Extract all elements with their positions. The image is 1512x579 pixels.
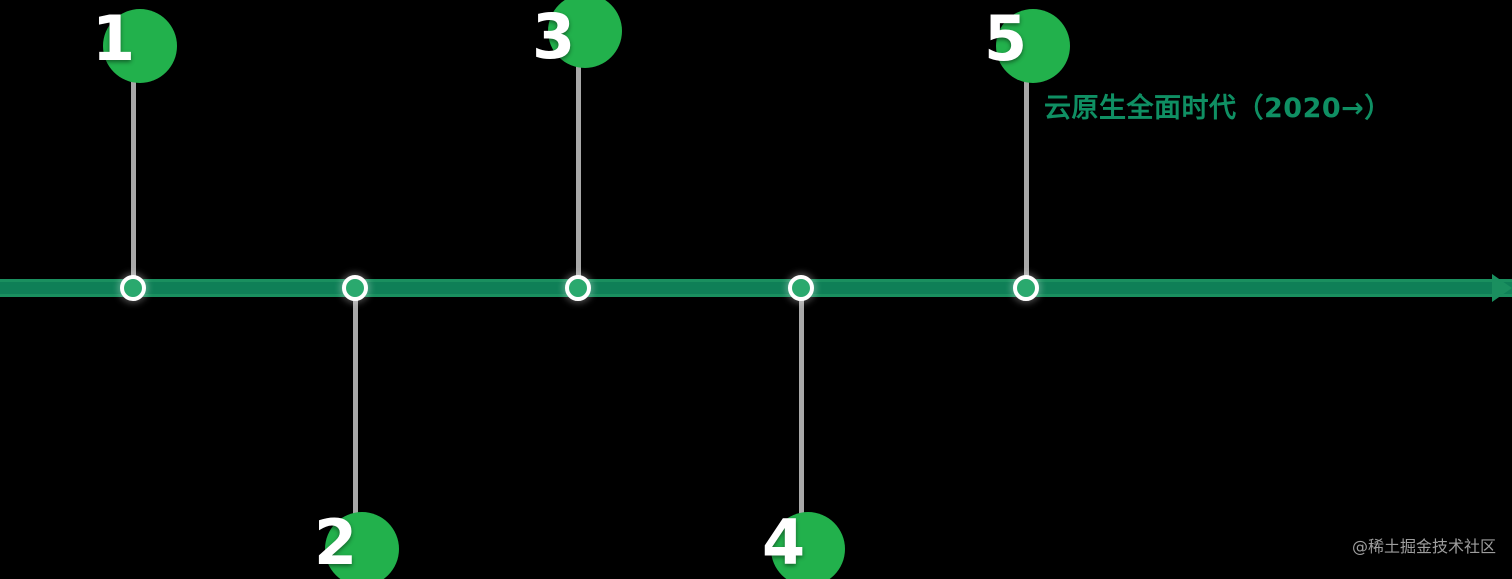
milestone-bubble[interactable]	[548, 0, 622, 68]
milestone-number: 5	[984, 2, 1027, 75]
milestone-number: 2	[314, 506, 357, 579]
timeline-axis	[0, 279, 1512, 297]
milestone-number: 4	[762, 506, 805, 579]
milestone-stem	[353, 288, 358, 524]
milestone-stem	[1024, 66, 1029, 288]
milestone-node[interactable]	[1013, 275, 1039, 301]
milestone-bubble[interactable]	[771, 512, 845, 579]
watermark-label: @稀土掘金技术社区	[1351, 537, 1496, 556]
milestone-stem	[576, 58, 581, 288]
milestone-stem	[799, 288, 804, 524]
milestone-stem	[131, 66, 136, 288]
milestone-node[interactable]	[342, 275, 368, 301]
milestone-node[interactable]	[788, 275, 814, 301]
milestone-node[interactable]	[120, 275, 146, 301]
milestone-bubble[interactable]	[325, 512, 399, 579]
milestone-bubble[interactable]	[996, 9, 1070, 83]
milestone-label: 云原生全面时代（2020→）	[1044, 93, 1392, 124]
timeline-axis-core	[0, 282, 1512, 294]
milestone-node[interactable]	[565, 275, 591, 301]
milestone-number: 1	[92, 2, 135, 75]
milestone-number: 3	[532, 0, 575, 73]
arrow-right-icon	[1492, 274, 1512, 302]
milestone-bubble[interactable]	[103, 9, 177, 83]
